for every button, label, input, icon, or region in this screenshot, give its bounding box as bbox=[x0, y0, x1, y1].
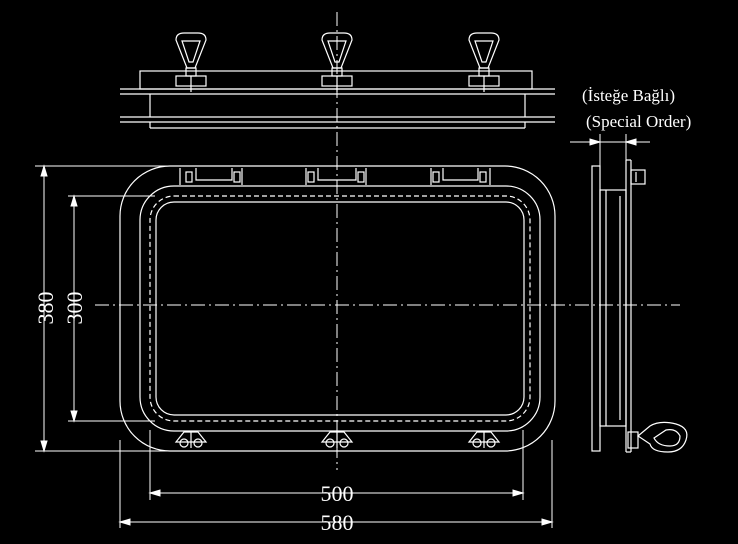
dimension-label-580: 580 bbox=[321, 510, 354, 535]
side-view bbox=[591, 159, 688, 453]
front-view-frame bbox=[119, 165, 556, 452]
bottom-latch-right bbox=[467, 431, 501, 448]
dimension-label-380: 380 bbox=[33, 292, 58, 325]
dimension-width-outer bbox=[118, 440, 554, 528]
bottom-latch-left bbox=[174, 431, 208, 448]
top-hinge-tabs bbox=[179, 168, 491, 185]
note-english: (Special Order) bbox=[586, 112, 691, 131]
top-handle-center bbox=[321, 32, 353, 92]
dimension-width-inner bbox=[148, 430, 525, 500]
top-view bbox=[120, 70, 555, 129]
dimension-height-inner bbox=[68, 194, 155, 423]
top-handle-right bbox=[468, 32, 500, 92]
dimension-label-300: 300 bbox=[62, 292, 87, 325]
special-order-dimension bbox=[570, 134, 650, 175]
dimension-height-outer bbox=[35, 164, 170, 453]
top-handle-left bbox=[175, 32, 207, 92]
bottom-latch-center bbox=[320, 431, 354, 448]
dimension-label-500: 500 bbox=[321, 481, 354, 506]
note-turkish: (İsteğe Bağlı) bbox=[582, 86, 675, 105]
